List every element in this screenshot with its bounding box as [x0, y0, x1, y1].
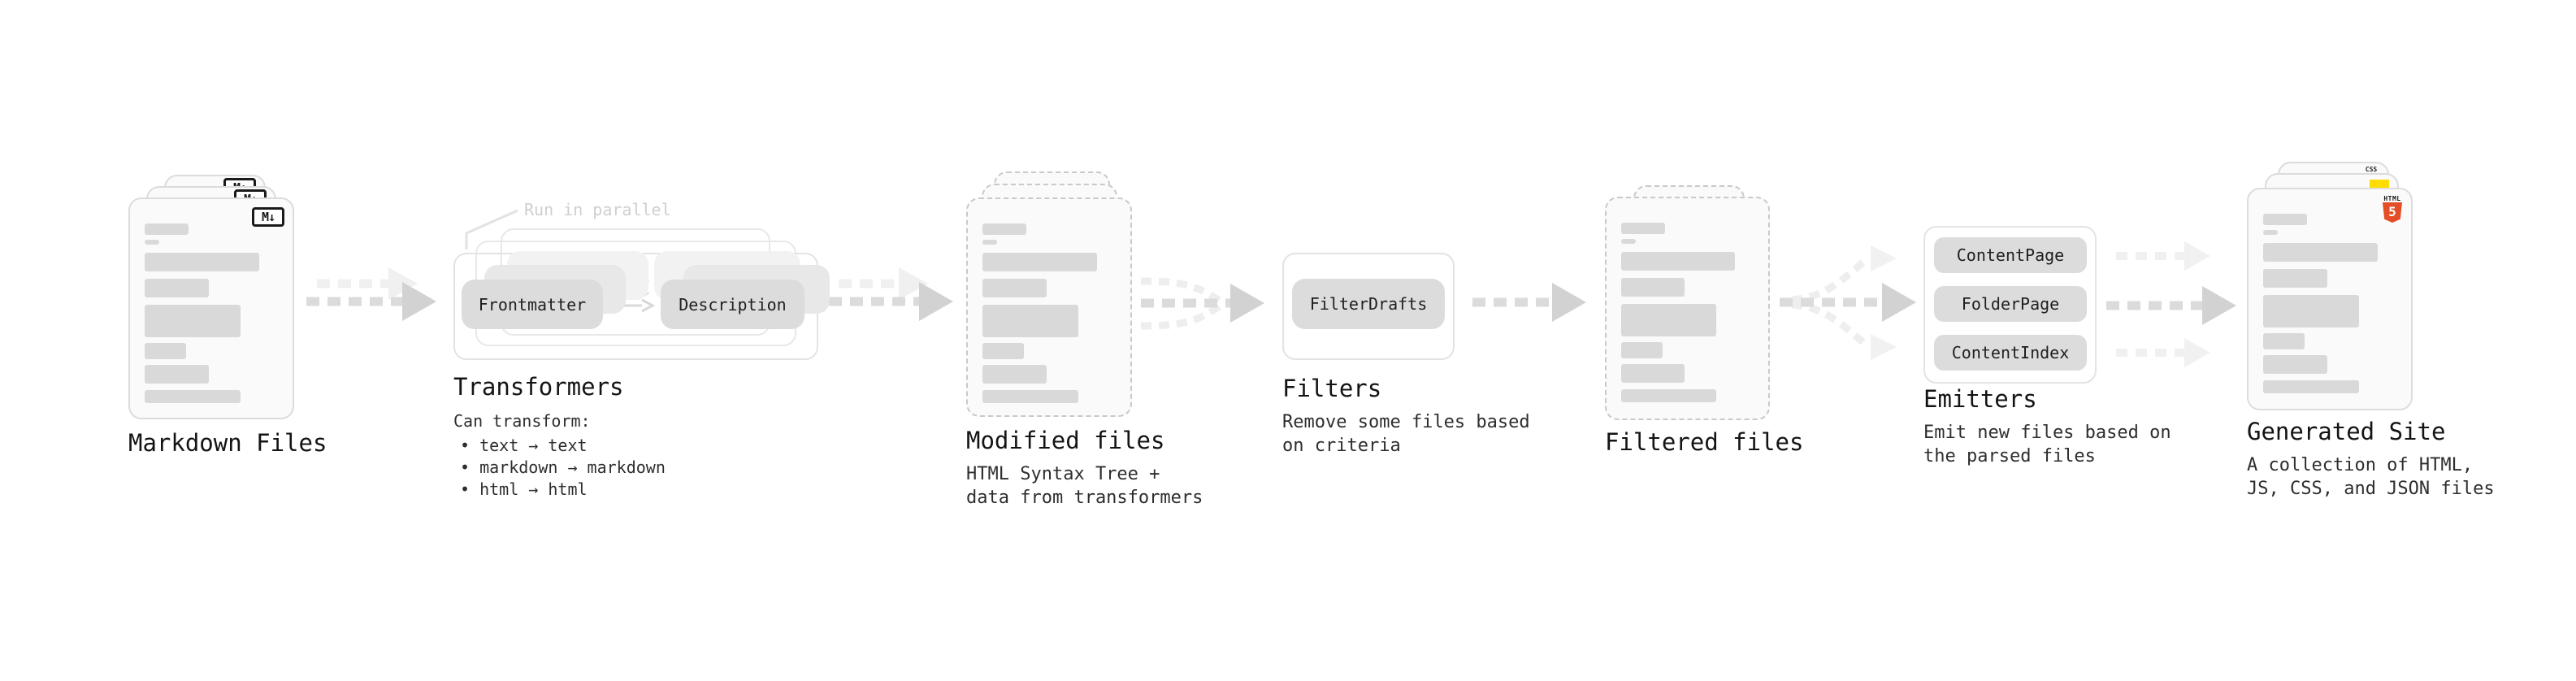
transformers-title: Transformers	[453, 373, 624, 401]
placeholder-text-bar	[982, 365, 1047, 384]
placeholder-text-bar	[982, 305, 1079, 337]
placeholder-text-bar	[2263, 230, 2279, 235]
arrow-filters-to-filtered	[1472, 283, 1586, 322]
arrow-filtered-to-emitters	[1780, 245, 1916, 360]
placeholder-text-bar	[982, 223, 1027, 235]
placeholder-text-bar	[1621, 304, 1717, 336]
placeholder-text-bar	[145, 253, 260, 271]
filtered-file-card-front	[1605, 197, 1770, 420]
placeholder-text-lines	[982, 223, 1116, 406]
transformers-subtitle: Can transform:	[453, 411, 591, 431]
placeholder-text-bar	[145, 279, 209, 297]
generated-file-card-front: HTML 5	[2247, 188, 2413, 410]
css-label: CSS	[2365, 166, 2378, 173]
placeholder-text-bar	[982, 253, 1098, 271]
emitters-box	[1923, 226, 2097, 384]
modified-file-card-front	[966, 197, 1132, 417]
transform-bullet: • markdown → markdown	[460, 458, 666, 477]
note-leader-line	[465, 209, 518, 249]
filters-title: Filters	[1282, 375, 1382, 402]
emitters-caption: Emit new files based on the parsed files	[1923, 423, 2171, 466]
placeholder-text-bar	[145, 343, 186, 359]
placeholder-text-bar	[145, 365, 209, 384]
arrow-markdown-to-transformers	[306, 267, 436, 321]
filterdrafts-pill: FilterDrafts	[1292, 279, 1445, 329]
placeholder-text-bar	[1621, 223, 1665, 234]
html5-label: HTML	[2383, 195, 2401, 202]
description-pill: Description	[661, 280, 804, 329]
generated-site-caption: A collection of HTML, JS, CSS, and JSON …	[2247, 455, 2495, 499]
placeholder-text-bar	[145, 223, 189, 235]
placeholder-text-bar	[982, 343, 1024, 359]
js-file-icon	[2370, 180, 2389, 189]
contentindex-pill: ContentIndex	[1934, 335, 2087, 371]
frontmatter-pill: Frontmatter	[462, 280, 603, 329]
run-in-parallel-note: Run in parallel	[524, 200, 671, 219]
placeholder-text-bar	[982, 240, 998, 245]
transformers-bullet-list: • text → text • markdown → markdown • ht…	[460, 435, 666, 501]
placeholder-text-bar	[1621, 252, 1736, 271]
transform-bullet: • html → html	[460, 479, 588, 499]
markdown-icon: M↓	[252, 207, 284, 227]
html5-shield: 5	[2383, 202, 2402, 223]
html5-file-icon: HTML 5	[2383, 195, 2402, 223]
placeholder-text-bar	[982, 279, 1047, 297]
placeholder-text-bar	[2263, 269, 2327, 288]
markdown-files-title: Markdown Files	[128, 429, 327, 457]
placeholder-text-bar	[1621, 389, 1717, 402]
placeholder-text-bar	[2263, 243, 2379, 262]
placeholder-text-bar	[2263, 380, 2360, 393]
placeholder-text-bar	[1621, 278, 1685, 297]
arrow-emitters-to-generated	[2106, 241, 2236, 367]
arrow-transformers-to-modified	[829, 267, 953, 321]
arrow-modified-to-filters	[1140, 277, 1264, 330]
emitters-title: Emitters	[1923, 385, 2037, 413]
placeholder-text-bar	[2263, 295, 2360, 327]
placeholder-text-bar	[1621, 239, 1636, 244]
contentpage-pill: ContentPage	[1934, 237, 2087, 273]
placeholder-text-bar	[145, 240, 160, 245]
placeholder-text-lines	[1621, 223, 1754, 409]
placeholder-text-lines	[2263, 214, 2396, 399]
placeholder-text-bar	[1621, 364, 1685, 383]
placeholder-text-bar	[145, 305, 241, 337]
folderpage-pill: FolderPage	[1934, 286, 2087, 322]
modified-files-title: Modified files	[966, 427, 1165, 454]
placeholder-text-lines	[145, 223, 278, 408]
placeholder-text-bar	[982, 390, 1079, 403]
transform-bullet: • text → text	[460, 436, 588, 455]
placeholder-text-bar	[2263, 333, 2305, 349]
markdown-file-card-front: M↓	[128, 197, 294, 419]
generated-site-title: Generated Site	[2247, 418, 2446, 445]
filtered-files-title: Filtered files	[1605, 428, 1804, 456]
placeholder-text-bar	[2263, 355, 2327, 374]
placeholder-text-bar	[145, 390, 241, 403]
placeholder-text-bar	[2263, 214, 2308, 225]
modified-files-caption: HTML Syntax Tree + data from transformer…	[966, 464, 1203, 508]
filters-box	[1282, 253, 1455, 360]
placeholder-text-bar	[1621, 342, 1663, 358]
filters-caption: Remove some files based on criteria	[1282, 412, 1530, 456]
